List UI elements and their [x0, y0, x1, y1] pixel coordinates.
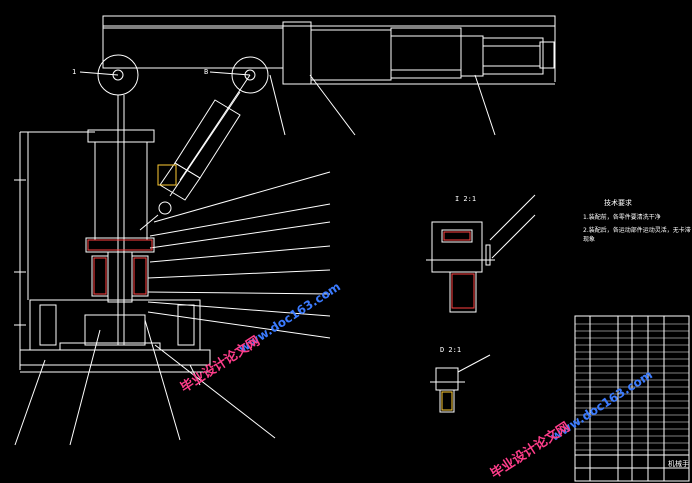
tech-req-line-2: 2.装配后，各运动部件运动灵活，无卡滞现象	[583, 227, 691, 243]
section-d-detail	[430, 354, 491, 413]
upper-arm	[102, 15, 556, 85]
label-1: 1	[72, 68, 77, 76]
base-housing	[19, 299, 211, 386]
diagonal-cylinder	[139, 74, 251, 231]
title-block	[574, 315, 690, 482]
tech-req-line-1: 1.装配前，各零件要清洗干净	[583, 214, 661, 221]
section-d-title: D 2:1	[440, 346, 462, 354]
left-frame	[14, 131, 95, 370]
section-i-detail	[426, 194, 536, 313]
tech-req-heading: 技术要求	[604, 199, 632, 207]
hatched-parts	[87, 164, 475, 411]
parts-list-rows	[575, 323, 689, 451]
leader-lines	[14, 71, 496, 446]
vertical-column	[85, 95, 155, 345]
title-block-name: 机械手	[668, 460, 689, 468]
section-i-title: I 2:1	[455, 195, 477, 203]
label-b: B	[204, 68, 209, 76]
